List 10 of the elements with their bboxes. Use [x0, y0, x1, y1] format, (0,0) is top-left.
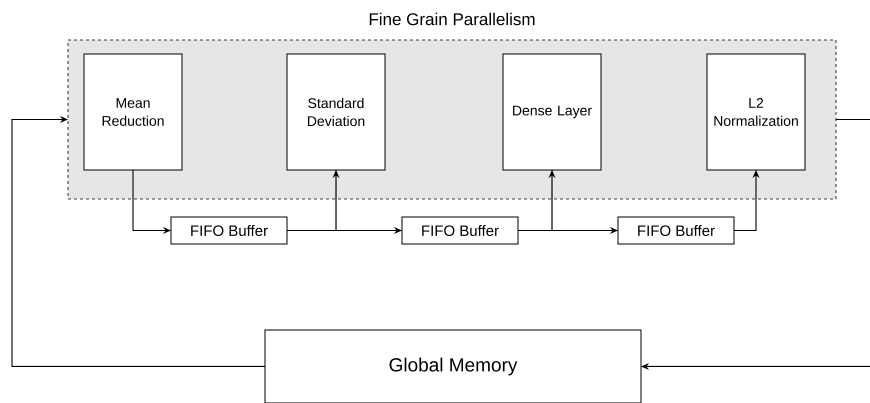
buffer-box: FIFO Buffer: [402, 216, 518, 244]
process-box: Mean Reduction: [84, 54, 182, 170]
buffer-box: FIFO Buffer: [618, 216, 734, 244]
group-heading: Fine Grain Parallelism: [370, 12, 534, 26]
memory-box: Global Memory: [264, 329, 642, 403]
process-box: L2 Normalization: [706, 54, 806, 170]
process-box: Dense Layer: [502, 54, 602, 170]
process-box: Standard Deviation: [286, 54, 386, 170]
arrow: [11, 116, 265, 368]
buffer-box: FIFO Buffer: [170, 216, 288, 244]
